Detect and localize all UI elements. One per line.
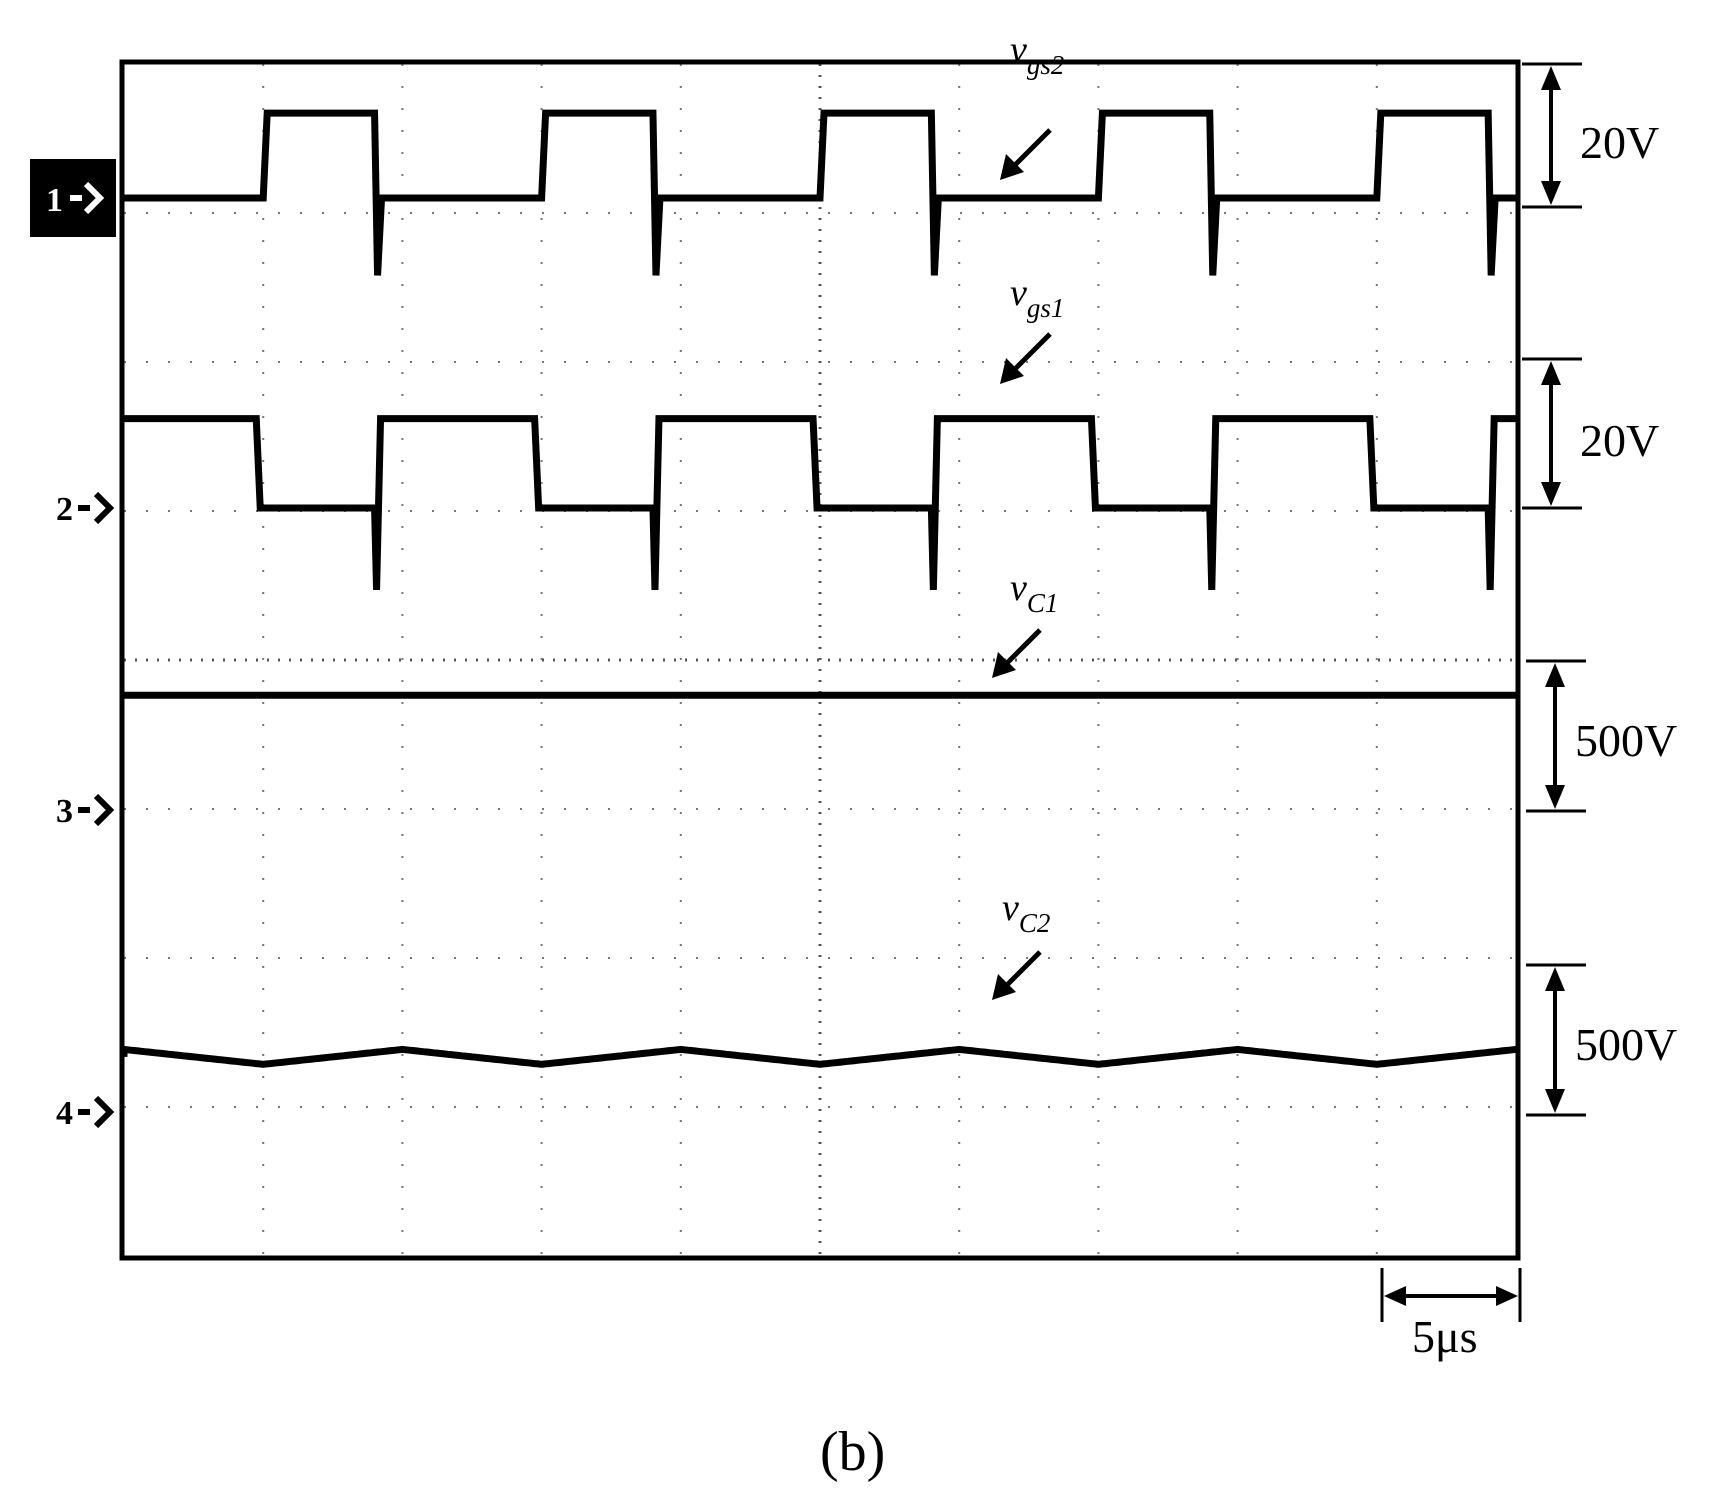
scale-bar-ch1: 20V <box>1522 62 1659 209</box>
time-scale-left-arrow-icon <box>1384 1286 1406 1306</box>
trace-ch4 <box>120 1045 1517 1068</box>
label-vc2-arrowhead-icon <box>992 974 1016 1000</box>
label-vc1: vC1 <box>992 567 1058 678</box>
scale-bar-ch2: 20V <box>1522 357 1659 510</box>
label-vc1-arrowhead-icon <box>992 652 1016 678</box>
time-scale-bar: 5μs <box>1380 1268 1522 1362</box>
waveform-traces <box>120 109 1517 1068</box>
scale-label-ch1: 20V <box>1580 117 1659 168</box>
label-vgs2-main: v <box>1010 29 1027 71</box>
svg-text:vgs2: vgs2 <box>1010 29 1064 80</box>
label-vgs2-arrowhead-icon <box>1000 154 1024 180</box>
scope-screen-frame <box>119 59 1521 1261</box>
svg-text:vgs1: vgs1 <box>1010 272 1064 323</box>
label-vgs2-sub: gs2 <box>1027 50 1065 80</box>
scale-label-ch2: 20V <box>1580 415 1659 466</box>
channel-4-marker-arrow-icon <box>78 1095 115 1129</box>
trace-ch2 <box>124 415 1516 591</box>
scale-bar-ch1-down-arrow-icon <box>1541 181 1561 205</box>
label-vc2-main: v <box>1002 887 1019 929</box>
channel-2-marker-arrow-icon <box>78 491 115 525</box>
scale-bar-ch3-down-arrow-icon <box>1545 785 1565 809</box>
label-vc1-main: v <box>1010 567 1027 609</box>
scale-bar-ch3: 500V <box>1526 659 1677 813</box>
label-vgs1: vgs1 <box>1000 272 1064 384</box>
channel-4-marker-label: 4 <box>56 1095 73 1132</box>
trace-ch1 <box>124 109 1516 276</box>
figure-caption: (b) <box>820 1421 885 1483</box>
label-vc2-sub: C2 <box>1019 908 1051 938</box>
channel-3-marker: 3 <box>56 793 115 830</box>
channel-4-marker: 4 <box>56 1095 115 1132</box>
svg-text:vC1: vC1 <box>1010 567 1058 618</box>
scale-bar-ch3-up-arrow-icon <box>1545 663 1565 687</box>
scale-bar-ch4-down-arrow-icon <box>1545 1089 1565 1113</box>
scale-bar-ch1-up-arrow-icon <box>1541 66 1561 90</box>
scale-bar-ch4: 500V <box>1526 963 1677 1117</box>
scale-label-ch3: 500V <box>1575 715 1677 766</box>
channel-1-marker: 1 <box>30 159 116 237</box>
channel-1-marker-label: 1 <box>46 182 63 219</box>
scale-bar-ch2-down-arrow-icon <box>1541 482 1561 506</box>
scale-bar-ch2-up-arrow-icon <box>1541 361 1561 385</box>
scale-label-ch4: 500V <box>1575 1019 1677 1070</box>
scale-bar-ch4-up-arrow-icon <box>1545 967 1565 991</box>
label-vc1-sub: C1 <box>1027 588 1059 618</box>
label-vgs1-sub: gs1 <box>1027 293 1065 323</box>
channel-2-marker-label: 2 <box>56 491 73 528</box>
label-vgs1-main: v <box>1010 272 1027 314</box>
time-scale-label: 5μs <box>1412 1311 1478 1362</box>
channel-2-marker: 2 <box>56 491 115 528</box>
label-vgs1-arrowhead-icon <box>1000 358 1024 384</box>
svg-text:vC2: vC2 <box>1002 887 1050 938</box>
channel-3-marker-label: 3 <box>56 793 73 830</box>
label-vc2: vC2 <box>992 887 1050 1000</box>
channel-1-marker-arrow-icon <box>70 181 105 215</box>
graticule-grid <box>124 64 1516 1256</box>
time-scale-right-arrow-icon <box>1496 1286 1518 1306</box>
channel-3-marker-arrow-icon <box>78 793 115 827</box>
label-vgs2: vgs2 <box>1000 29 1064 180</box>
